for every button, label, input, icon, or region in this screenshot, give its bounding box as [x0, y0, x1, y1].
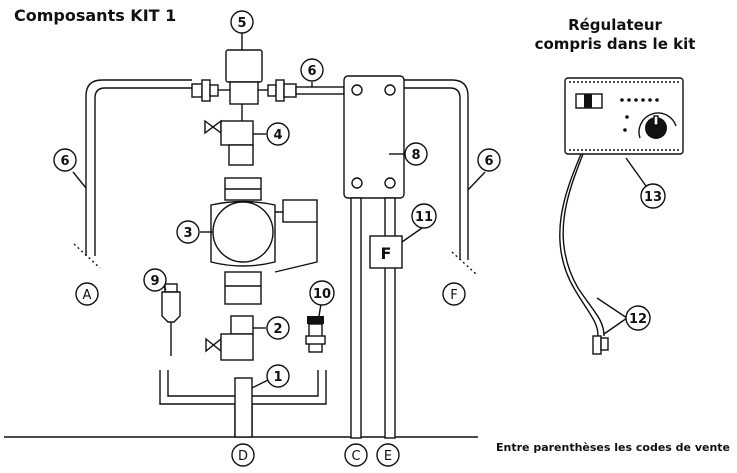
callout-13: 13	[640, 183, 666, 209]
regulator-13-body	[564, 77, 684, 155]
callout-8: 8	[404, 142, 428, 166]
left-pipe-cut	[73, 243, 101, 269]
svg-text:C: C	[351, 449, 360, 464]
valve-4-body	[220, 120, 254, 146]
left-fitting-a	[191, 83, 203, 98]
connection-c: C	[344, 443, 368, 467]
valve-4-lower	[228, 144, 254, 166]
safety-valve-9-cap	[164, 283, 178, 293]
component-5-body	[225, 49, 263, 83]
regulator-title: Régulateur compris dans le kit	[520, 16, 710, 54]
callout-3: 3	[176, 220, 200, 244]
svg-text:11: 11	[415, 210, 433, 225]
right-pipe-outer	[404, 79, 469, 260]
pipe-e	[384, 197, 396, 439]
connection-a: A	[75, 282, 99, 306]
svg-text:5: 5	[237, 16, 246, 31]
callout-5: 5	[230, 10, 254, 34]
svg-text:9: 9	[150, 274, 159, 289]
left-pipe-outer	[94, 87, 192, 256]
regulator-switch-knob	[584, 94, 592, 108]
flow-meter-11	[369, 235, 403, 269]
right-fitting-b	[275, 79, 285, 102]
regulator-title-line1: Régulateur	[568, 16, 662, 34]
svg-text:6: 6	[484, 154, 493, 169]
pipe-c	[350, 197, 362, 439]
callout-6-left: 6	[53, 148, 77, 172]
regulator-dial-pointer	[653, 115, 659, 126]
component-5-base	[229, 81, 259, 105]
connection-e: E	[376, 443, 400, 467]
right-fitting-a	[267, 84, 277, 97]
pump-3-rotor	[212, 201, 274, 263]
pump-3-bottom-union	[224, 271, 262, 305]
valve-2-body	[220, 333, 254, 361]
connection-f: F	[442, 282, 466, 306]
callout-4: 4	[266, 122, 290, 146]
svg-text:6: 6	[60, 154, 69, 169]
left-fitting-c	[209, 84, 219, 97]
callout-6-right: 6	[477, 148, 501, 172]
fitting-10-head	[307, 316, 324, 324]
exchanger-port-bl	[351, 177, 363, 189]
svg-text:1: 1	[273, 370, 282, 385]
manifold-1	[159, 370, 327, 437]
svg-text:F: F	[450, 288, 457, 303]
connection-d: D	[231, 443, 255, 467]
left-pipe-inner	[85, 79, 192, 256]
svg-text:E: E	[384, 449, 392, 464]
connecting-pipe-6	[295, 86, 345, 95]
callout-1: 1	[266, 364, 290, 388]
svg-text:8: 8	[411, 148, 420, 163]
regulator-leds	[620, 98, 659, 132]
svg-text:A: A	[83, 288, 92, 303]
left-fitting-b	[201, 79, 211, 102]
svg-text:13: 13	[644, 190, 662, 205]
flow-meter-label: F	[381, 244, 392, 263]
fitting-10-ring	[305, 335, 326, 345]
sensor-probe-a	[592, 335, 602, 355]
regulator-title-line2: compris dans le kit	[534, 35, 696, 53]
svg-text:D: D	[238, 449, 248, 464]
manifold-1-stub	[234, 377, 253, 438]
callout-9: 9	[143, 268, 167, 292]
callout-10: 10	[309, 280, 335, 306]
callout-11: 11	[411, 203, 437, 229]
diagram-title: Composants KIT 1	[14, 6, 177, 25]
svg-text:10: 10	[313, 287, 331, 302]
svg-text:6: 6	[307, 64, 316, 79]
regulator-dial-knob	[645, 117, 667, 139]
exchanger-port-br	[384, 177, 396, 189]
sensor-probe-b	[600, 337, 609, 351]
svg-text:2: 2	[273, 322, 282, 337]
plate-exchanger-8	[343, 75, 405, 199]
svg-text:4: 4	[273, 128, 282, 143]
pump-3-cable	[274, 211, 318, 273]
right-pipe-inner	[404, 87, 461, 260]
callout-6-top: 6	[300, 58, 324, 82]
valve-4-bowtie	[204, 119, 222, 135]
valve-2-top	[230, 315, 254, 335]
callout-12: 12	[625, 305, 651, 331]
pump-3-box	[282, 199, 318, 223]
svg-text:12: 12	[629, 312, 647, 327]
exchanger-port-tl	[351, 84, 363, 96]
sensor-cable	[559, 153, 599, 337]
svg-text:3: 3	[183, 226, 192, 241]
valve-2-bowtie	[205, 337, 222, 353]
footnote: Entre parenthèses les codes de vente	[496, 441, 731, 454]
regulator-dial-scale	[638, 112, 677, 139]
right-pipe-cut	[451, 251, 477, 275]
safety-valve-9-body	[161, 291, 181, 323]
callout-2: 2	[266, 316, 290, 340]
sensor-cable-2	[562, 153, 605, 337]
exchanger-port-tr	[384, 84, 396, 96]
right-fitting-c	[283, 83, 297, 98]
